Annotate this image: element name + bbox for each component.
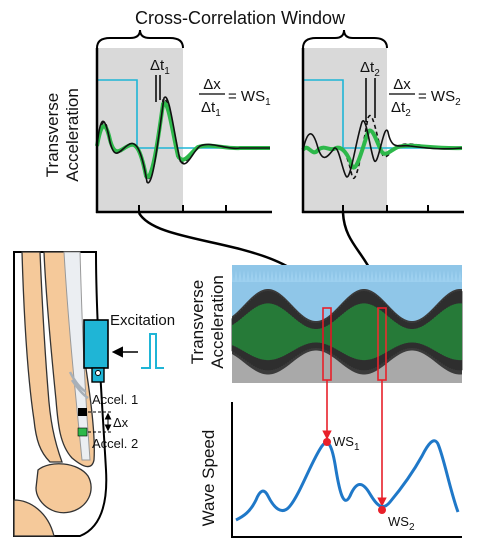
bone-calcaneus [13,499,55,537]
ws2-sub: 2 [409,522,415,533]
bone-talus [35,463,92,514]
ws1-point [323,438,331,446]
panel2-trace-solid [302,120,463,178]
ws2-label: WS2 [388,514,415,533]
panel2-eq-rhs-sub: 2 [455,97,461,108]
panel2-dt-label: Δt2 [360,59,380,79]
panel2-dt-sub: 2 [374,68,380,79]
excitation-pulse-icon [141,333,164,369]
top-axis-title-line2: Acceleration [63,88,82,182]
panel1-window [97,48,183,212]
accel2-label: Accel. 2 [92,436,138,451]
panel1-excitation-pulse [97,79,270,149]
exciter-housing [83,319,109,369]
ws1-label: WS1 [333,434,360,453]
accel1-sensor [78,408,87,416]
top-axis-title-line1: Transverse [43,93,62,177]
mid-axis-title-line2: Acceleration [208,275,227,369]
signal-hatch-top [232,270,462,282]
wave-speed-plot: WS1 WS2 [231,402,462,538]
ws1-sub: 1 [354,442,360,453]
signal-plot [231,265,463,383]
panel2-trace-green [301,128,463,170]
panel1-eq-rhs: = WS1 [228,88,271,108]
excitation-label: Excitation [110,312,175,329]
ws-curve [235,439,460,522]
panel1-eq-den: Δt1 [201,99,221,119]
panel2-eq-rhs: = WS2 [418,88,461,108]
panel-2: Δt2 Δx Δt2 = WS2 [301,48,464,214]
brace-left [96,29,184,49]
exciter-tip [95,370,101,376]
panel1-trace-solid [96,96,270,184]
panel2-eq-den: Δt2 [391,99,411,119]
tendon-strand [68,371,89,400]
ws2-point [378,506,386,514]
wave-speed-title: Wave Speed [199,430,218,527]
panel1-eq-den-sub: 1 [215,108,221,119]
window-title: Cross-Correlation Window [135,8,346,28]
accel2-sensor [77,427,88,437]
panel2-eq-num: Δx [393,76,411,93]
brace-right [302,29,388,49]
panel2-eq-den-sub: 2 [405,108,411,119]
panel1-dt-sub: 1 [164,66,170,77]
signal-green-envelope [232,303,462,361]
dx-label: Δx [113,415,129,430]
panel-1: Δt1 Δx Δt1 = WS1 [95,48,272,214]
panel1-eq-num: Δx [203,76,221,93]
bone-fibula [21,251,63,463]
panel1-dt-label: Δt1 [150,57,170,77]
accel1-label: Accel. 1 [92,392,138,407]
panel1-eq-rhs-sub: 1 [265,97,271,108]
mid-axis-title-line1: Transverse [188,280,207,364]
